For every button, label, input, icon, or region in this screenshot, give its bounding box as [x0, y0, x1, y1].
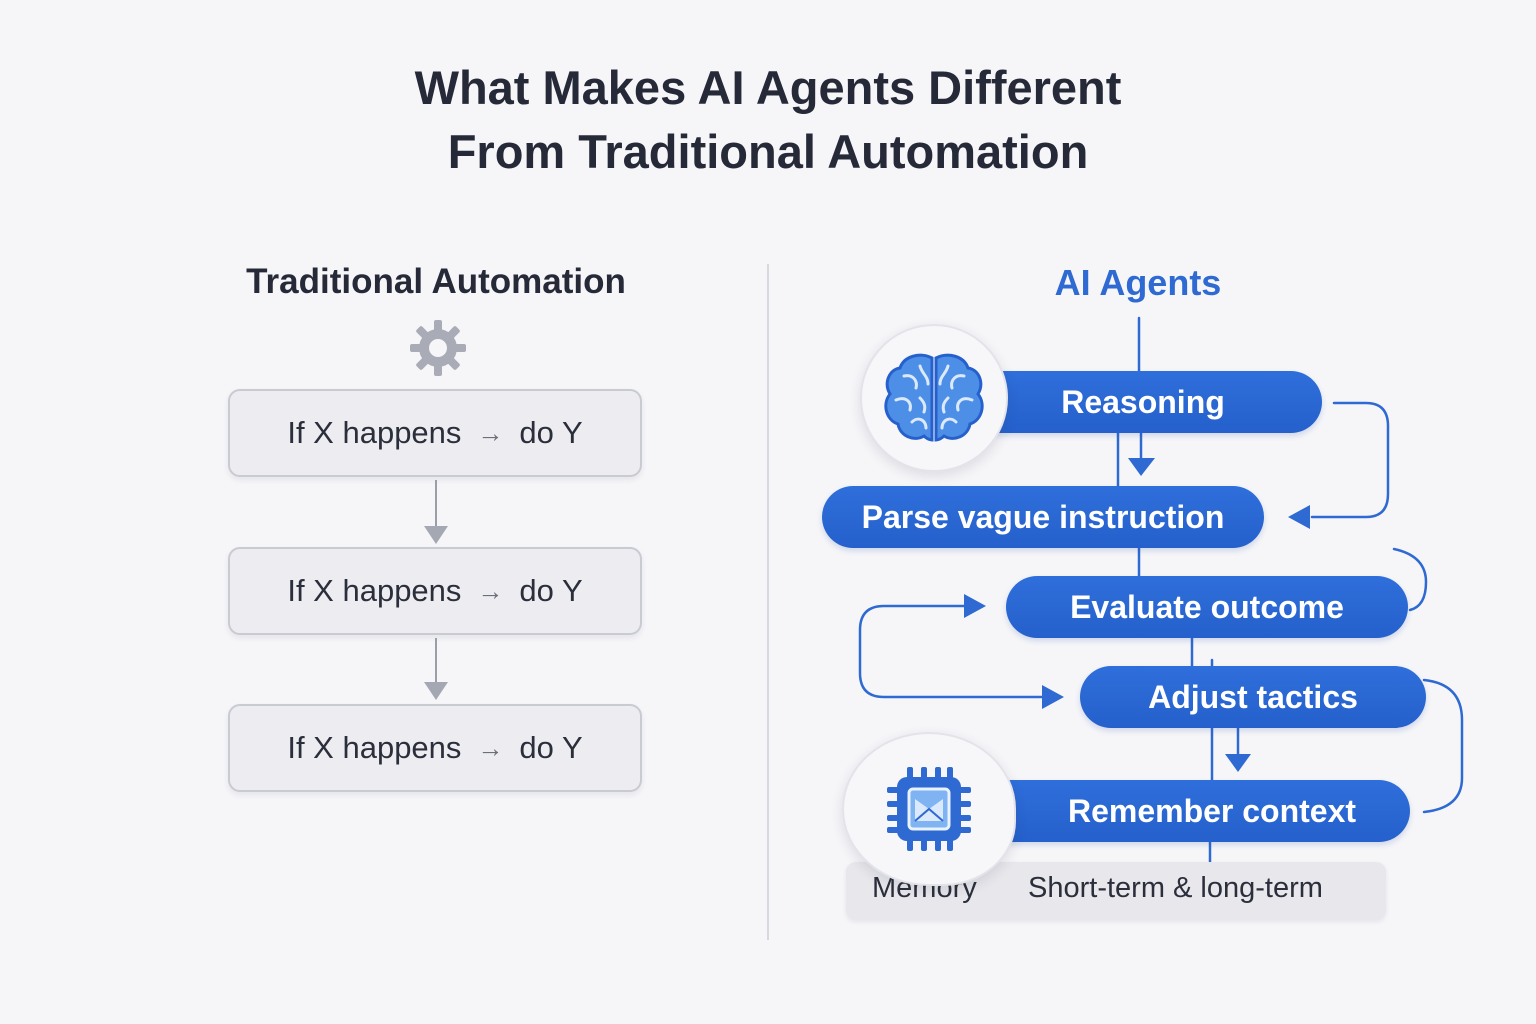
rule-action: do Y [519, 415, 583, 450]
column-divider [767, 264, 769, 940]
page-title: What Makes AI Agents Different From Trad… [268, 56, 1268, 184]
rule-box-1: If X happens → do Y [228, 389, 642, 477]
left-arrow-icon [1288, 505, 1310, 529]
rule-condition: If X happens [287, 730, 462, 765]
adjust-tactics-step: Adjust tactics [1080, 666, 1426, 728]
rule-condition: If X happens [287, 415, 462, 450]
step-label: Parse vague instruction [861, 498, 1225, 535]
rule-condition: If X happens [287, 573, 462, 608]
rule-box-2: If X happens → do Y [228, 547, 642, 635]
memory-detail: Short-term & long-term [1028, 872, 1323, 904]
title-line-2: From Traditional Automation [447, 125, 1089, 178]
reasoning-step: Reasoning [964, 371, 1322, 433]
traditional-automation-heading: Traditional Automation [246, 262, 626, 301]
step-label: Reasoning [1061, 383, 1225, 420]
rule-action: do Y [519, 573, 583, 608]
gear-icon [410, 320, 466, 376]
parse-instruction-step: Parse vague instruction [822, 486, 1264, 548]
down-arrow-icon [1128, 458, 1155, 476]
chip-icon-badge [842, 732, 1016, 886]
right-arrow-icon [1042, 685, 1064, 709]
right-arrow-icon: → [477, 732, 504, 763]
right-arrow-icon: → [477, 417, 504, 448]
step-label: Adjust tactics [1148, 678, 1358, 715]
title-line-1: What Makes AI Agents Different [414, 61, 1122, 114]
step-label: Evaluate outcome [1070, 588, 1344, 625]
brain-icon [884, 353, 984, 442]
right-arrow-icon [964, 594, 986, 618]
rule-action: do Y [519, 730, 583, 765]
chip-icon [887, 767, 971, 851]
ai-agents-heading: AI Agents [1054, 262, 1222, 303]
feedback-loop [1422, 678, 1464, 814]
down-arrow-icon [424, 682, 448, 700]
remember-context-step: Remember context [964, 780, 1410, 842]
rule-box-3: If X happens → do Y [228, 704, 642, 792]
step-label: Remember context [1067, 792, 1357, 829]
evaluate-outcome-step: Evaluate outcome [1006, 576, 1408, 638]
feedback-loop [1310, 401, 1390, 519]
right-arrow-icon: → [477, 575, 504, 606]
down-arrow-icon [1225, 754, 1251, 772]
brain-icon-badge [860, 324, 1008, 472]
down-arrow-icon [424, 526, 448, 544]
